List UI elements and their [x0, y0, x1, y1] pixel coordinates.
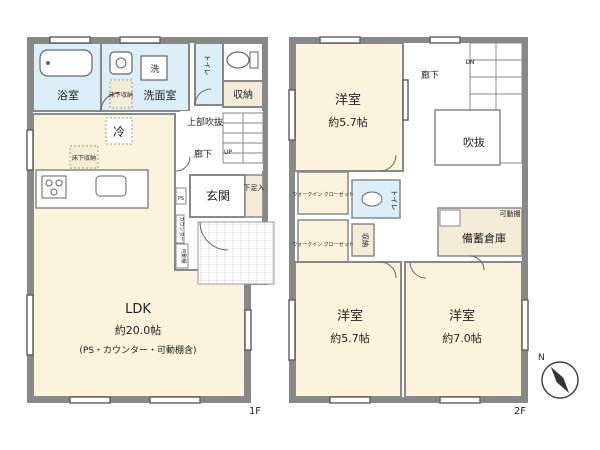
walk-in-closet-1-label: ウォークイン クローゼット — [292, 191, 354, 198]
shoe-bench — [244, 174, 264, 218]
toilet-2f-icon — [361, 191, 383, 207]
stove-icon — [41, 175, 67, 199]
movable-shelf-2f-label: 可動棚 — [500, 209, 521, 218]
underfloor-storage-kitchen — [69, 145, 99, 169]
toilet-1f-label: トイレ — [203, 55, 211, 76]
western-1-area: 約5.7帖 — [328, 115, 368, 129]
ps-box — [175, 187, 187, 205]
floor1-label: 1F — [249, 406, 261, 417]
western-3-area: 約7.0帖 — [442, 331, 482, 345]
void-label: 吹抜 — [463, 135, 485, 149]
stairs-1f — [222, 112, 264, 164]
storage-1f-label: 収納 — [233, 88, 253, 101]
washroom-label: 洗面室 — [144, 88, 177, 102]
walk-in-closet-1 — [297, 171, 349, 215]
stairwell-upper-label: 上部吹抜 — [187, 116, 223, 128]
fridge-space — [105, 117, 133, 145]
movable-shelf-1f — [175, 243, 189, 269]
kitchen-sink-icon — [95, 175, 127, 197]
underfloor-storage-wash-label: 床下収納 — [109, 91, 133, 99]
western-room-3 — [404, 261, 523, 398]
up-mark: UP — [224, 149, 232, 156]
storehouse-label: 備蓄倉庫 — [462, 231, 506, 245]
storage-2f-label: 収納 — [361, 233, 370, 247]
porch-tile — [197, 221, 275, 285]
western-room-2 — [294, 261, 402, 398]
walk-in-closet-2 — [297, 219, 349, 267]
washing-machine-icon — [140, 55, 168, 81]
entrance-label: 玄関 — [206, 188, 230, 203]
storage-2f — [351, 223, 375, 257]
floor-1f: 浴室 洗面室 洗 床下収納 トイレ 収納 上部吹抜 廊下 UP 冷 床下収納 P… — [26, 36, 275, 417]
western-3-name: 洋室 — [449, 308, 475, 324]
western-2-name: 洋室 — [337, 308, 363, 324]
shoe-bench-label: 下足入 — [244, 184, 265, 192]
compass-icon: N — [538, 353, 579, 399]
hallway-2f-label: 廊下 — [421, 69, 439, 81]
movable-shelf-1f-label: 可動棚 — [180, 248, 187, 263]
bath-label: 浴室 — [57, 88, 79, 102]
washer-label: 洗 — [150, 63, 159, 75]
ldk-note: (PS・カウンター・可動棚含) — [79, 344, 196, 356]
movable-shelf-2f — [439, 209, 461, 227]
hallway-1f-label: 廊下 — [194, 148, 212, 160]
floor-2f: 洋室 約5.7帖 廊下 DN 吹抜 ウォークイン クローゼット ウォークイン ク… — [288, 36, 529, 417]
ps-label: PS — [178, 196, 184, 202]
underfloor-storage-kitchen-label: 床下収納 — [72, 154, 96, 162]
sink-icon — [109, 51, 133, 75]
floor2-label: 2F — [514, 406, 526, 417]
western-1-name: 洋室 — [335, 92, 361, 108]
ldk-name: LDK — [125, 302, 151, 317]
ldk-area: 約20.0帖 — [115, 323, 162, 337]
bathtub-icon — [39, 49, 93, 77]
compass-north: N — [538, 353, 545, 363]
underfloor-storage-wash — [109, 79, 133, 109]
storage-1f — [222, 80, 264, 108]
dn-mark: DN — [465, 59, 474, 66]
counter-label: カウンター — [178, 216, 185, 241]
void-area — [434, 109, 501, 166]
western-2-area: 約5.7帖 — [330, 331, 370, 345]
walk-in-closet-2-label: ウォークイン クローゼット — [292, 241, 354, 248]
counter-box — [175, 214, 185, 244]
entrance-door-icon — [199, 221, 229, 251]
toilet-2f-label: トイレ — [390, 190, 398, 211]
fridge-label: 冷 — [113, 125, 125, 139]
